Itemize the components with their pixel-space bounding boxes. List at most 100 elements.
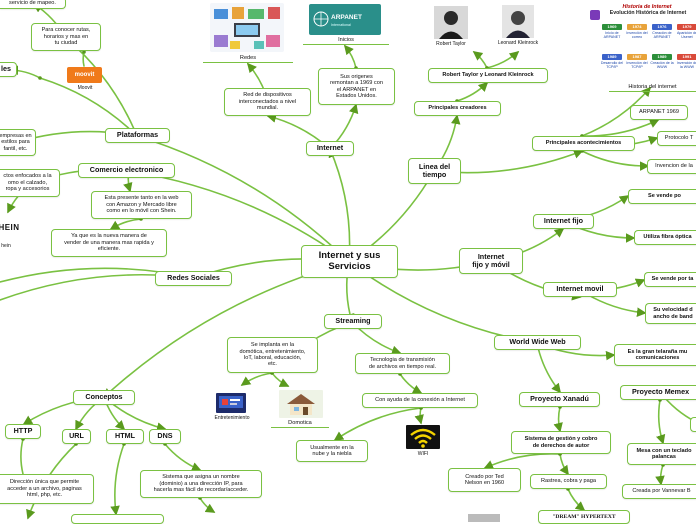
rastrea-node[interactable]: Rastrea, cobra y paga xyxy=(530,474,607,489)
internet-fijo-movil-node[interactable]: Internet fijo y móvil xyxy=(459,248,523,274)
arpanet-logo-text: ARPANET xyxy=(331,14,362,21)
moovit-logo-text: moovit xyxy=(74,72,95,78)
timeline-year-block: 1969 xyxy=(602,24,622,30)
connector-line xyxy=(110,443,125,516)
connector-line xyxy=(343,44,357,69)
arpanet-1969-node[interactable]: ARPANET 1969 xyxy=(630,105,688,120)
empresas-note[interactable]: empresas en estilos para fantil, etc. xyxy=(0,129,36,156)
person-portrait-icon xyxy=(439,11,463,39)
mapeo-note[interactable]: servicio de mapeo. xyxy=(0,0,66,9)
mesa-node[interactable]: Mesa con un teclado palancas xyxy=(627,443,696,465)
gestion-derechos-node[interactable]: Sistema de gestión y cobro de derechos d… xyxy=(511,431,611,454)
timeline-year-block: 1976 xyxy=(652,24,672,30)
principales-creadores-node[interactable]: Principales creadores xyxy=(414,101,501,116)
redes-sociales-node[interactable]: Redes Sociales xyxy=(155,271,232,286)
principales-acontecimientos-node[interactable]: Principales acontecimientos xyxy=(532,136,635,151)
connector-line xyxy=(536,342,561,394)
world-wide-web-node[interactable]: World Wide Web xyxy=(494,335,581,350)
dns-node[interactable]: DNS xyxy=(149,429,181,444)
origenes-note[interactable]: Sus origenes remontan a 1969 con el ARPA… xyxy=(318,68,395,105)
invencion-node[interactable]: Invencion de la xyxy=(647,159,696,174)
creada-vannevar-node[interactable]: Creada por Vannevar B xyxy=(622,484,696,499)
streaming-screen-icon xyxy=(219,396,243,408)
timeline-year-block: 1989 xyxy=(652,54,672,60)
leonard-kleinrock-name: Leonard Kleinrock xyxy=(497,40,539,46)
red-dispositivos-note[interactable]: Red de dispositivos interconectados a ni… xyxy=(224,88,311,116)
internet-fijo-node[interactable]: Internet fijo xyxy=(533,214,594,229)
connector-line xyxy=(656,399,666,445)
domotica-image xyxy=(279,390,323,418)
conceptos-node[interactable]: Conceptos xyxy=(73,390,135,405)
timeline-year-block: 1989 xyxy=(602,54,622,60)
presente-note[interactable]: Esta presente tanto en la web con Amazon… xyxy=(91,191,192,219)
taylor-kleinrock-note[interactable]: Robert Taylor y Leonard Kleinrock xyxy=(428,68,548,83)
streaming-node[interactable]: Streaming xyxy=(324,314,382,329)
proyecto-xanadu-node[interactable]: Proyecto Xanadú xyxy=(519,392,600,407)
connector-line xyxy=(581,150,650,171)
se-vende-node-1[interactable]: Se vende po xyxy=(628,189,696,204)
connector-line xyxy=(559,453,569,476)
connector-dot xyxy=(38,76,42,80)
tecnologia-note[interactable]: Tecnologia de transmisión de archivos en… xyxy=(355,353,450,374)
connector-line xyxy=(567,488,586,512)
connector-line xyxy=(456,81,489,102)
se-vende-node-2[interactable]: Se vende por ta xyxy=(644,272,696,287)
leonard-kleinrock-photo xyxy=(502,5,534,38)
enfocados-note[interactable]: ctos enfocados a la omo el calzado, ropa… xyxy=(0,169,60,197)
connector-line xyxy=(164,443,202,472)
arpanet-logo-sub: International xyxy=(331,23,351,27)
inicios-caption: Inicios xyxy=(303,37,389,46)
html-node[interactable]: HTML xyxy=(106,429,144,444)
direccion-note[interactable]: Dirección única que permite acceder a un… xyxy=(0,474,94,504)
fibra-optica-node[interactable]: Utiliza fibra óptica xyxy=(634,230,696,245)
internet-movil-node[interactable]: Internet movil xyxy=(543,282,617,297)
http-node[interactable]: HTTP xyxy=(5,424,41,439)
implanta-note[interactable]: Se implanta en la domótica, entretenimie… xyxy=(227,337,318,373)
conocer-rutas-note[interactable]: Para conocer rutas, horarios y mas en tu… xyxy=(31,23,101,51)
creado-ted-node[interactable]: Creado por Ted Nelson en 1960 xyxy=(448,468,521,492)
ya-que-note[interactable]: Ya que es la nueva manera de vender de u… xyxy=(51,229,167,257)
linea-del-tiempo-node[interactable]: Linea del tiempo xyxy=(408,158,461,184)
arpanet-globe-icon xyxy=(313,11,329,27)
entretenimiento-caption: Entretenimiento xyxy=(214,415,250,421)
memex-side-partial[interactable] xyxy=(690,417,696,432)
connector-line xyxy=(240,372,273,386)
entretenimiento-image xyxy=(216,393,246,413)
timeline-year-block: 1974 xyxy=(627,24,647,30)
plataformas-node[interactable]: Plataformas xyxy=(105,128,170,143)
velocidad-node[interactable]: Su velocidad d ancho de band xyxy=(645,303,696,324)
connector-line xyxy=(581,119,660,137)
apps-node-partial[interactable]: les xyxy=(0,62,17,77)
timeline-event-label: Desarrollo del TCP/IP xyxy=(600,61,624,69)
central-topic[interactable]: Internet y sus Servicios xyxy=(301,245,398,278)
ayuda-note[interactable]: Con ayuda de la conexión a Internet xyxy=(362,393,478,408)
arpanet-logo: ARPANET International xyxy=(309,4,381,35)
connector-line xyxy=(655,464,665,486)
connector-line xyxy=(199,497,216,513)
proyecto-memex-node[interactable]: Proyecto Memex xyxy=(620,385,696,400)
connector-line xyxy=(20,438,24,475)
internet-node[interactable]: Internet xyxy=(306,141,354,156)
connector-line xyxy=(82,51,85,67)
timeline-event-label: Invención del TCP/IP xyxy=(626,61,648,69)
timeline-event-label: Invención de la WWW xyxy=(676,61,696,69)
timeline-event-label: Invención del correo xyxy=(626,31,648,39)
wifi-icon xyxy=(410,428,436,448)
dream-hypertext-node[interactable]: "DREAM" HYPERTEXT xyxy=(538,510,630,524)
gran-telarana-node[interactable]: Es la gran telaraña mu comunicaciones xyxy=(614,344,696,366)
comercio-electronico-node[interactable]: Comercio electronico xyxy=(78,163,175,178)
sistema-dns-note[interactable]: Sistema que asigna un nombre (dominio) a… xyxy=(140,470,262,498)
url-node[interactable]: URL xyxy=(62,429,91,444)
timeline-year-block: 1987 xyxy=(627,54,647,60)
timeline-year-block: 1979 xyxy=(677,24,696,30)
protocolo-node[interactable]: Protocolo T xyxy=(657,131,696,146)
timeline-event-label: Aparición de Usenet xyxy=(677,31,696,39)
connector-line xyxy=(399,373,423,394)
connector-line xyxy=(109,218,142,230)
usualmente-note[interactable]: Usualmente en la nube y la niebla xyxy=(296,440,368,462)
html-definition-partial[interactable] xyxy=(71,514,164,524)
connector-line xyxy=(414,407,424,425)
iot-devices-icon xyxy=(214,7,280,49)
timeline-event-label: Creación de la WWW xyxy=(650,61,674,69)
